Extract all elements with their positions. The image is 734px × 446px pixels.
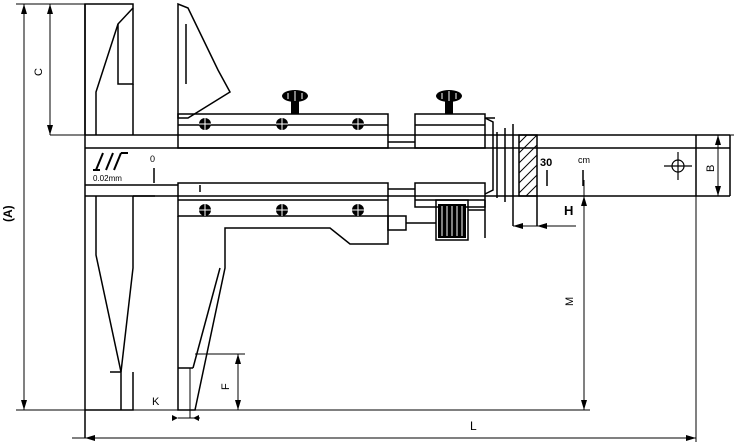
- arrowheads: [21, 4, 721, 441]
- screw-lower-1: [199, 204, 211, 216]
- locking-thumb-screw-2: [436, 90, 462, 114]
- label-H: H: [564, 203, 573, 218]
- label-M: M: [564, 297, 576, 306]
- label-resolution: 0.02mm: [93, 174, 122, 183]
- fixed-jaw: [84, 3, 155, 438]
- label-F: F: [220, 383, 232, 390]
- main-beam: [85, 134, 731, 197]
- label-K: K: [152, 396, 160, 408]
- screw-upper-1: [199, 118, 211, 130]
- hatched-contact-face: [518, 134, 538, 197]
- crosshair-icon: [664, 152, 692, 180]
- sliding-jaw: [153, 2, 436, 411]
- screw-upper-3: [352, 118, 364, 130]
- label-C: C: [33, 68, 45, 76]
- label-thirty: 30: [540, 157, 552, 169]
- fine-adjust-wheel: [438, 204, 466, 238]
- brand-logo-icon: [93, 152, 128, 171]
- locking-thumb-screw-1: [282, 90, 308, 114]
- screw-lower-3: [352, 204, 364, 216]
- dimension-lines: [16, 3, 734, 442]
- label-zero: 0: [150, 154, 155, 164]
- label-L: L: [470, 419, 477, 433]
- depth-rod: [496, 124, 538, 226]
- label-cm: cm: [578, 155, 590, 165]
- label-A: (A): [1, 205, 15, 222]
- vernier-screws: [199, 118, 364, 216]
- screw-upper-2: [276, 118, 288, 130]
- screw-lower-2: [276, 204, 288, 216]
- label-B: B: [705, 165, 717, 172]
